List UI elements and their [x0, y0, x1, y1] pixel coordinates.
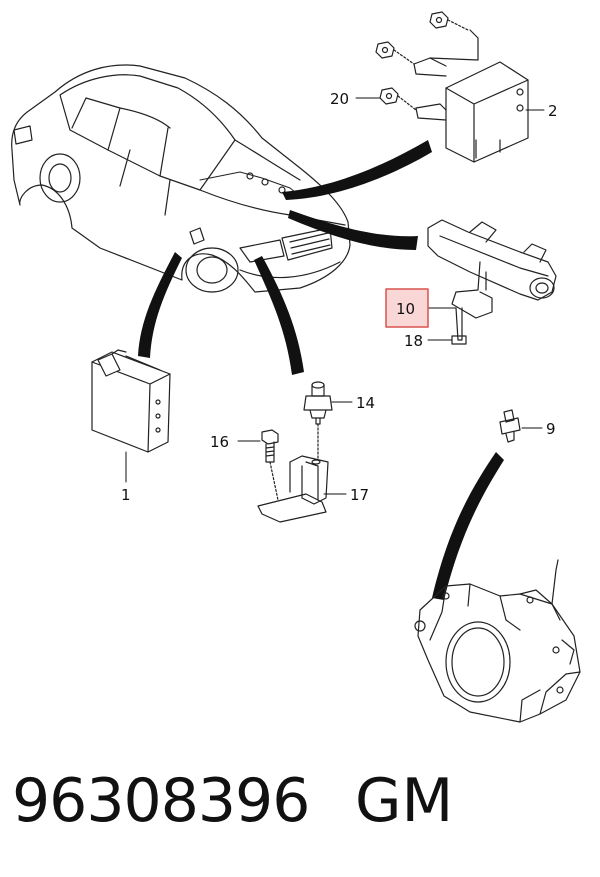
- bolt-16: [261, 429, 279, 501]
- callout-16: 16: [210, 433, 229, 451]
- hex-nut-icon: [379, 87, 399, 105]
- callout-18: 18: [404, 332, 423, 350]
- car-illustration: [11, 64, 351, 293]
- callout-9: 9: [546, 420, 556, 438]
- brand-label: GM: [355, 766, 454, 836]
- ecu-module: [91, 349, 171, 453]
- hex-nut-icon: [429, 11, 449, 29]
- callout-20: 20: [330, 90, 349, 108]
- callout-2: 2: [548, 102, 558, 120]
- callout-labels: 20 2 10 18 14 16 9 17 1: [121, 90, 558, 504]
- control-module-assembly: [375, 11, 529, 163]
- switch-9: [499, 409, 521, 443]
- leader-wedges: [138, 140, 504, 600]
- hex-nut-icon: [375, 41, 395, 59]
- leader-lines: [125, 97, 545, 495]
- transmission-illustration: [414, 559, 581, 723]
- callout-10: 10: [396, 300, 415, 318]
- steering-column-assembly: [427, 219, 557, 345]
- callout-10-highlight: [385, 288, 429, 328]
- callout-1: 1: [121, 486, 131, 504]
- part-number: 96308396: [12, 766, 310, 836]
- sensor-14: [303, 381, 333, 425]
- callout-17: 17: [350, 486, 369, 504]
- callout-14: 14: [356, 394, 375, 412]
- bracket-17: [257, 423, 329, 523]
